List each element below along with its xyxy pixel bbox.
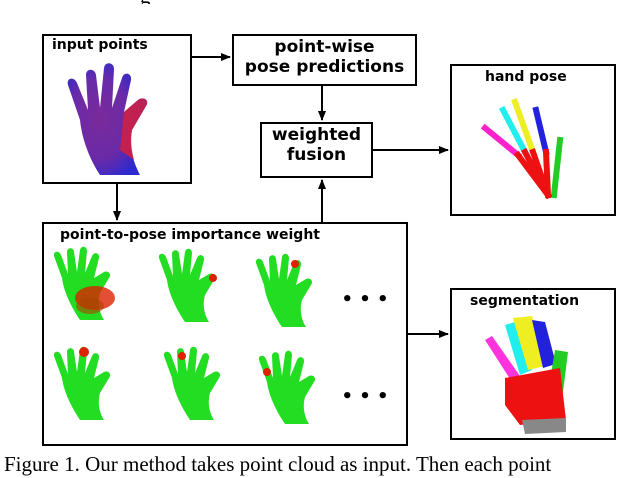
hand-pose-skeleton: [480, 98, 564, 200]
importance-weight-title: point-to-pose importance weight: [60, 227, 320, 243]
weight-hand-2: [158, 248, 217, 322]
weighted-fusion-label: weighted fusion: [260, 125, 373, 165]
pose-predictions-label: point-wise pose predictions: [232, 37, 417, 77]
weight-hand-6: [258, 350, 316, 424]
weight-hand-5: [163, 346, 221, 420]
top-fragment: g: [140, 0, 151, 4]
importance-weight-box: [42, 222, 408, 446]
weight-hand-4: [53, 346, 111, 420]
weighted-fusion-line2: fusion: [286, 144, 347, 165]
hand-pose-box: [450, 64, 616, 216]
figure-caption: Figure 1. Our method takes point cloud a…: [4, 452, 552, 476]
input-hand-cloud: [67, 63, 148, 175]
pose-predictions-line2: pose predictions: [244, 56, 405, 77]
ellipsis-row-2: • • •: [341, 386, 389, 407]
weighted-fusion-box: [260, 122, 373, 178]
weight-hand-3: [255, 253, 313, 327]
hand-pose-title: hand pose: [485, 69, 567, 85]
pose-predictions-line1: point-wise: [274, 37, 375, 57]
weight-hand-1: [53, 246, 115, 320]
ellipsis-row-1: • • •: [341, 289, 389, 310]
top-cut-text: g: [0, 0, 640, 4]
input-points-title: input points: [52, 37, 148, 53]
weighted-fusion-line1: weighted: [271, 125, 362, 145]
segmentation-hand: [485, 316, 568, 434]
segmentation-title: segmentation: [470, 293, 580, 309]
pose-predictions-box: [232, 34, 417, 86]
